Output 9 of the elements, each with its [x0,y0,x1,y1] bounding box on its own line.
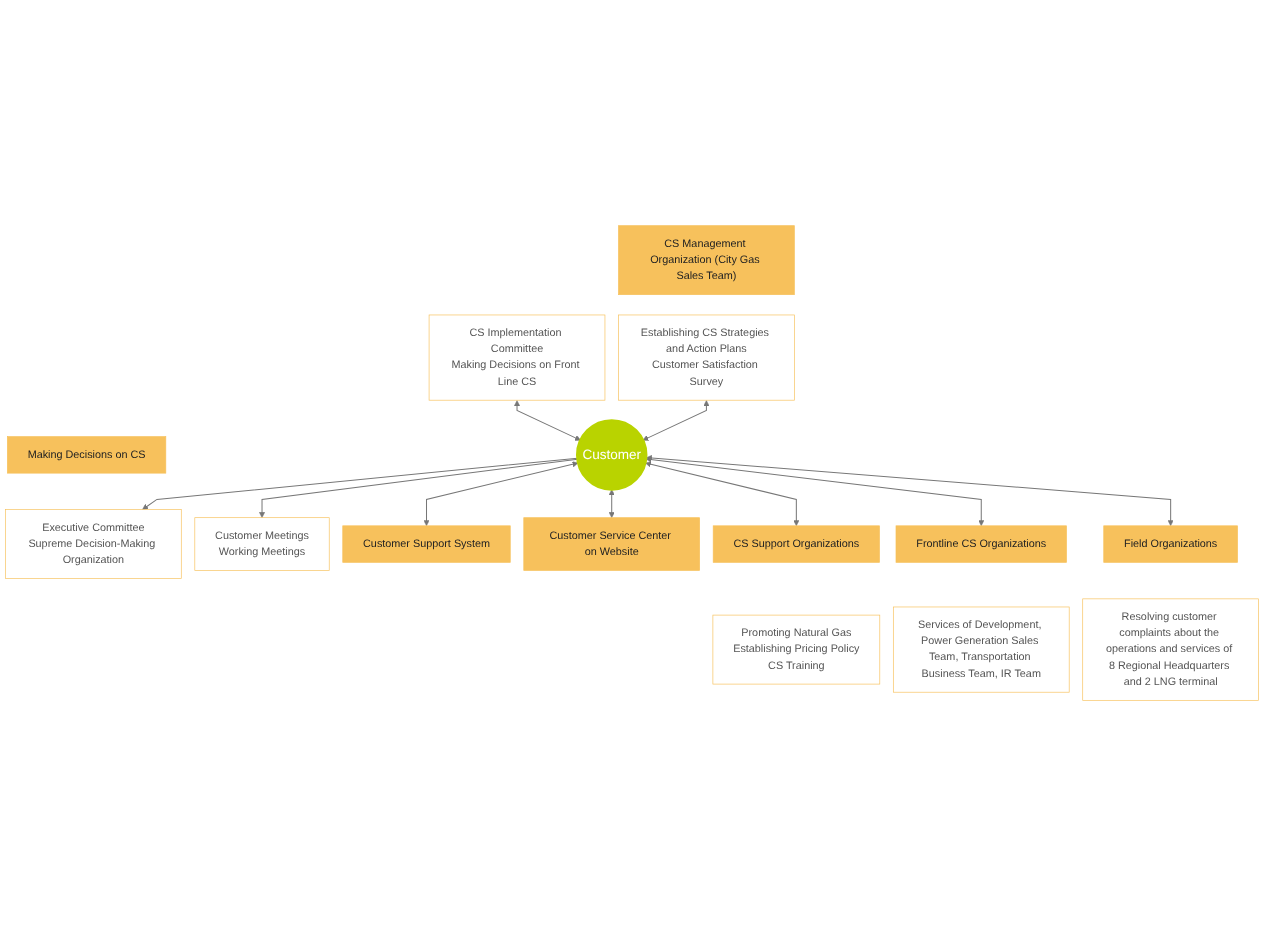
arrow [645,461,800,527]
arrow [608,489,615,518]
arrow [259,458,579,518]
arrow [423,461,579,527]
arrow [645,456,985,527]
arrow [514,400,581,441]
arrow [646,455,1174,527]
arrow [142,457,578,510]
arrow [642,400,710,441]
